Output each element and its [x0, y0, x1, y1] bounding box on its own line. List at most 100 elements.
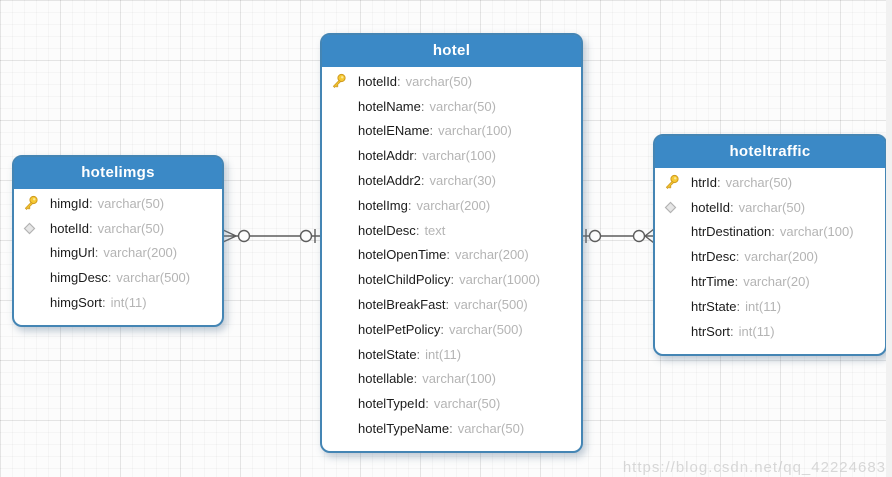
key-icon — [330, 73, 358, 90]
table-body-hotel: hotelId varchar(50) hotelName varchar(50… — [322, 67, 581, 451]
field-type: varchar(50) — [738, 199, 806, 215]
table-header-hoteltraffic[interactable]: hoteltraffic — [655, 136, 885, 168]
field-name: hotelOpenTime — [358, 247, 450, 262]
field-type: varchar(200) — [455, 247, 529, 263]
field-name: htrState — [691, 299, 740, 314]
field-name: himgDesc — [50, 270, 111, 285]
watermark: https://blog.csdn.net/qq_42224683 — [622, 459, 886, 476]
field-name: hotelId — [691, 200, 734, 215]
table-row: hotelChildPolicy varchar(1000) — [330, 267, 575, 292]
field-name: htrDesc — [691, 249, 739, 264]
table-row: hotelEName varchar(100) — [330, 119, 575, 144]
field-name: htrId — [691, 175, 721, 190]
table-hotelimgs[interactable]: hotelimgs himgId varchar(50) hotelId var… — [12, 155, 224, 327]
field-type: varchar(1000) — [459, 272, 541, 288]
field-type: int(11) — [425, 346, 462, 362]
field-name: hotellable — [358, 371, 417, 386]
field-name: hotelState — [358, 347, 420, 362]
diamond-icon — [663, 200, 691, 215]
field-name: htrTime — [691, 274, 738, 289]
field-type: varchar(100) — [422, 148, 496, 164]
table-row: hotelTypeName varchar(50) — [330, 416, 575, 441]
field-name: himgId — [50, 196, 93, 211]
field-type: varchar(500) — [116, 270, 191, 286]
field-type: varchar(100) — [779, 224, 854, 240]
table-row: himgDesc varchar(500) — [22, 265, 216, 290]
field-type: varchar(100) — [438, 123, 512, 139]
table-row: hotelDesc text — [330, 218, 575, 243]
table-row: hotelImg varchar(200) — [330, 193, 575, 218]
field-type: varchar(200) — [103, 245, 178, 261]
field-type: text — [424, 222, 446, 238]
table-hotel[interactable]: hotel hotelId varchar(50) hotelName varc… — [320, 33, 583, 453]
table-header-hotelimgs[interactable]: hotelimgs — [14, 157, 222, 189]
field-name: hotelName — [358, 99, 425, 114]
field-type: varchar(20) — [743, 274, 810, 290]
field-type: varchar(50) — [457, 421, 525, 437]
table-body-hotelimgs: himgId varchar(50) hotelId varchar(50) h… — [14, 189, 222, 325]
field-name: hotelImg — [358, 198, 412, 213]
table-row: hotelTypeId varchar(50) — [330, 391, 575, 416]
table-row: himgId varchar(50) — [22, 191, 216, 216]
field-type: varchar(100) — [422, 371, 496, 387]
relationship-connector-hotel-hotelimgs[interactable] — [220, 228, 320, 244]
field-name: hotelEName — [358, 123, 433, 138]
table-row: htrId varchar(50) — [663, 170, 879, 195]
field-name: hotelId — [358, 74, 401, 89]
field-type: varchar(500) — [454, 297, 528, 313]
field-name: htrDestination — [691, 224, 775, 239]
field-name: hotelAddr2 — [358, 173, 425, 188]
field-name: hotelAddr — [358, 148, 417, 163]
field-type: int(11) — [745, 298, 782, 314]
field-name: htrSort — [691, 324, 734, 339]
table-row: hotelPetPolicy varchar(500) — [330, 317, 575, 342]
key-icon — [663, 174, 691, 191]
table-body-hoteltraffic: htrId varchar(50) hotelId varchar(50) ht… — [655, 168, 885, 354]
field-type: varchar(50) — [97, 220, 165, 236]
field-type: varchar(50) — [97, 195, 165, 211]
field-type: varchar(500) — [449, 321, 523, 337]
table-row: hotellable varchar(100) — [330, 367, 575, 392]
field-name: hotelBreakFast — [358, 297, 449, 312]
table-hoteltraffic[interactable]: hoteltraffic htrId varchar(50) hotelId v… — [653, 134, 887, 356]
field-name: hotelTypeName — [358, 421, 453, 436]
field-type: varchar(50) — [405, 73, 473, 89]
field-type: int(11) — [110, 295, 147, 311]
table-row: hotelId varchar(50) — [330, 69, 575, 94]
table-row: htrTime varchar(20) — [663, 269, 879, 294]
key-icon — [22, 195, 50, 212]
table-header-hotel[interactable]: hotel — [322, 35, 581, 67]
field-name: hotelPetPolicy — [358, 322, 444, 337]
field-type: varchar(50) — [429, 98, 496, 114]
field-name: hotelChildPolicy — [358, 272, 454, 287]
relationship-connector-hotel-hoteltraffic[interactable] — [580, 228, 655, 244]
table-row: htrDestination varchar(100) — [663, 220, 879, 245]
diamond-icon — [22, 221, 50, 236]
field-type: varchar(200) — [416, 197, 491, 213]
table-row: hotelOpenTime varchar(200) — [330, 243, 575, 268]
table-row: hotelAddr2 varchar(30) — [330, 168, 575, 193]
field-name: himgUrl — [50, 245, 98, 260]
table-row: hotelBreakFast varchar(500) — [330, 292, 575, 317]
table-row: htrDesc varchar(200) — [663, 244, 879, 269]
canvas-edge-strip — [886, 0, 892, 477]
table-row: hotelAddr varchar(100) — [330, 143, 575, 168]
field-type: varchar(50) — [725, 174, 793, 190]
table-row: hotelName varchar(50) — [330, 94, 575, 119]
table-row: hotelId varchar(50) — [22, 216, 216, 241]
field-name: hotelDesc — [358, 223, 419, 238]
field-name: hotelId — [50, 221, 93, 236]
table-row: himgUrl varchar(200) — [22, 241, 216, 266]
table-row: himgSort int(11) — [22, 290, 216, 315]
field-type: varchar(30) — [429, 173, 496, 189]
table-row: hotelId varchar(50) — [663, 195, 879, 220]
field-name: himgSort — [50, 295, 106, 310]
field-name: hotelTypeId — [358, 396, 429, 411]
table-row: hotelState int(11) — [330, 342, 575, 367]
field-type: int(11) — [738, 323, 775, 339]
field-type: varchar(200) — [744, 249, 819, 265]
field-type: varchar(50) — [433, 396, 501, 412]
table-row: htrSort int(11) — [663, 319, 879, 344]
